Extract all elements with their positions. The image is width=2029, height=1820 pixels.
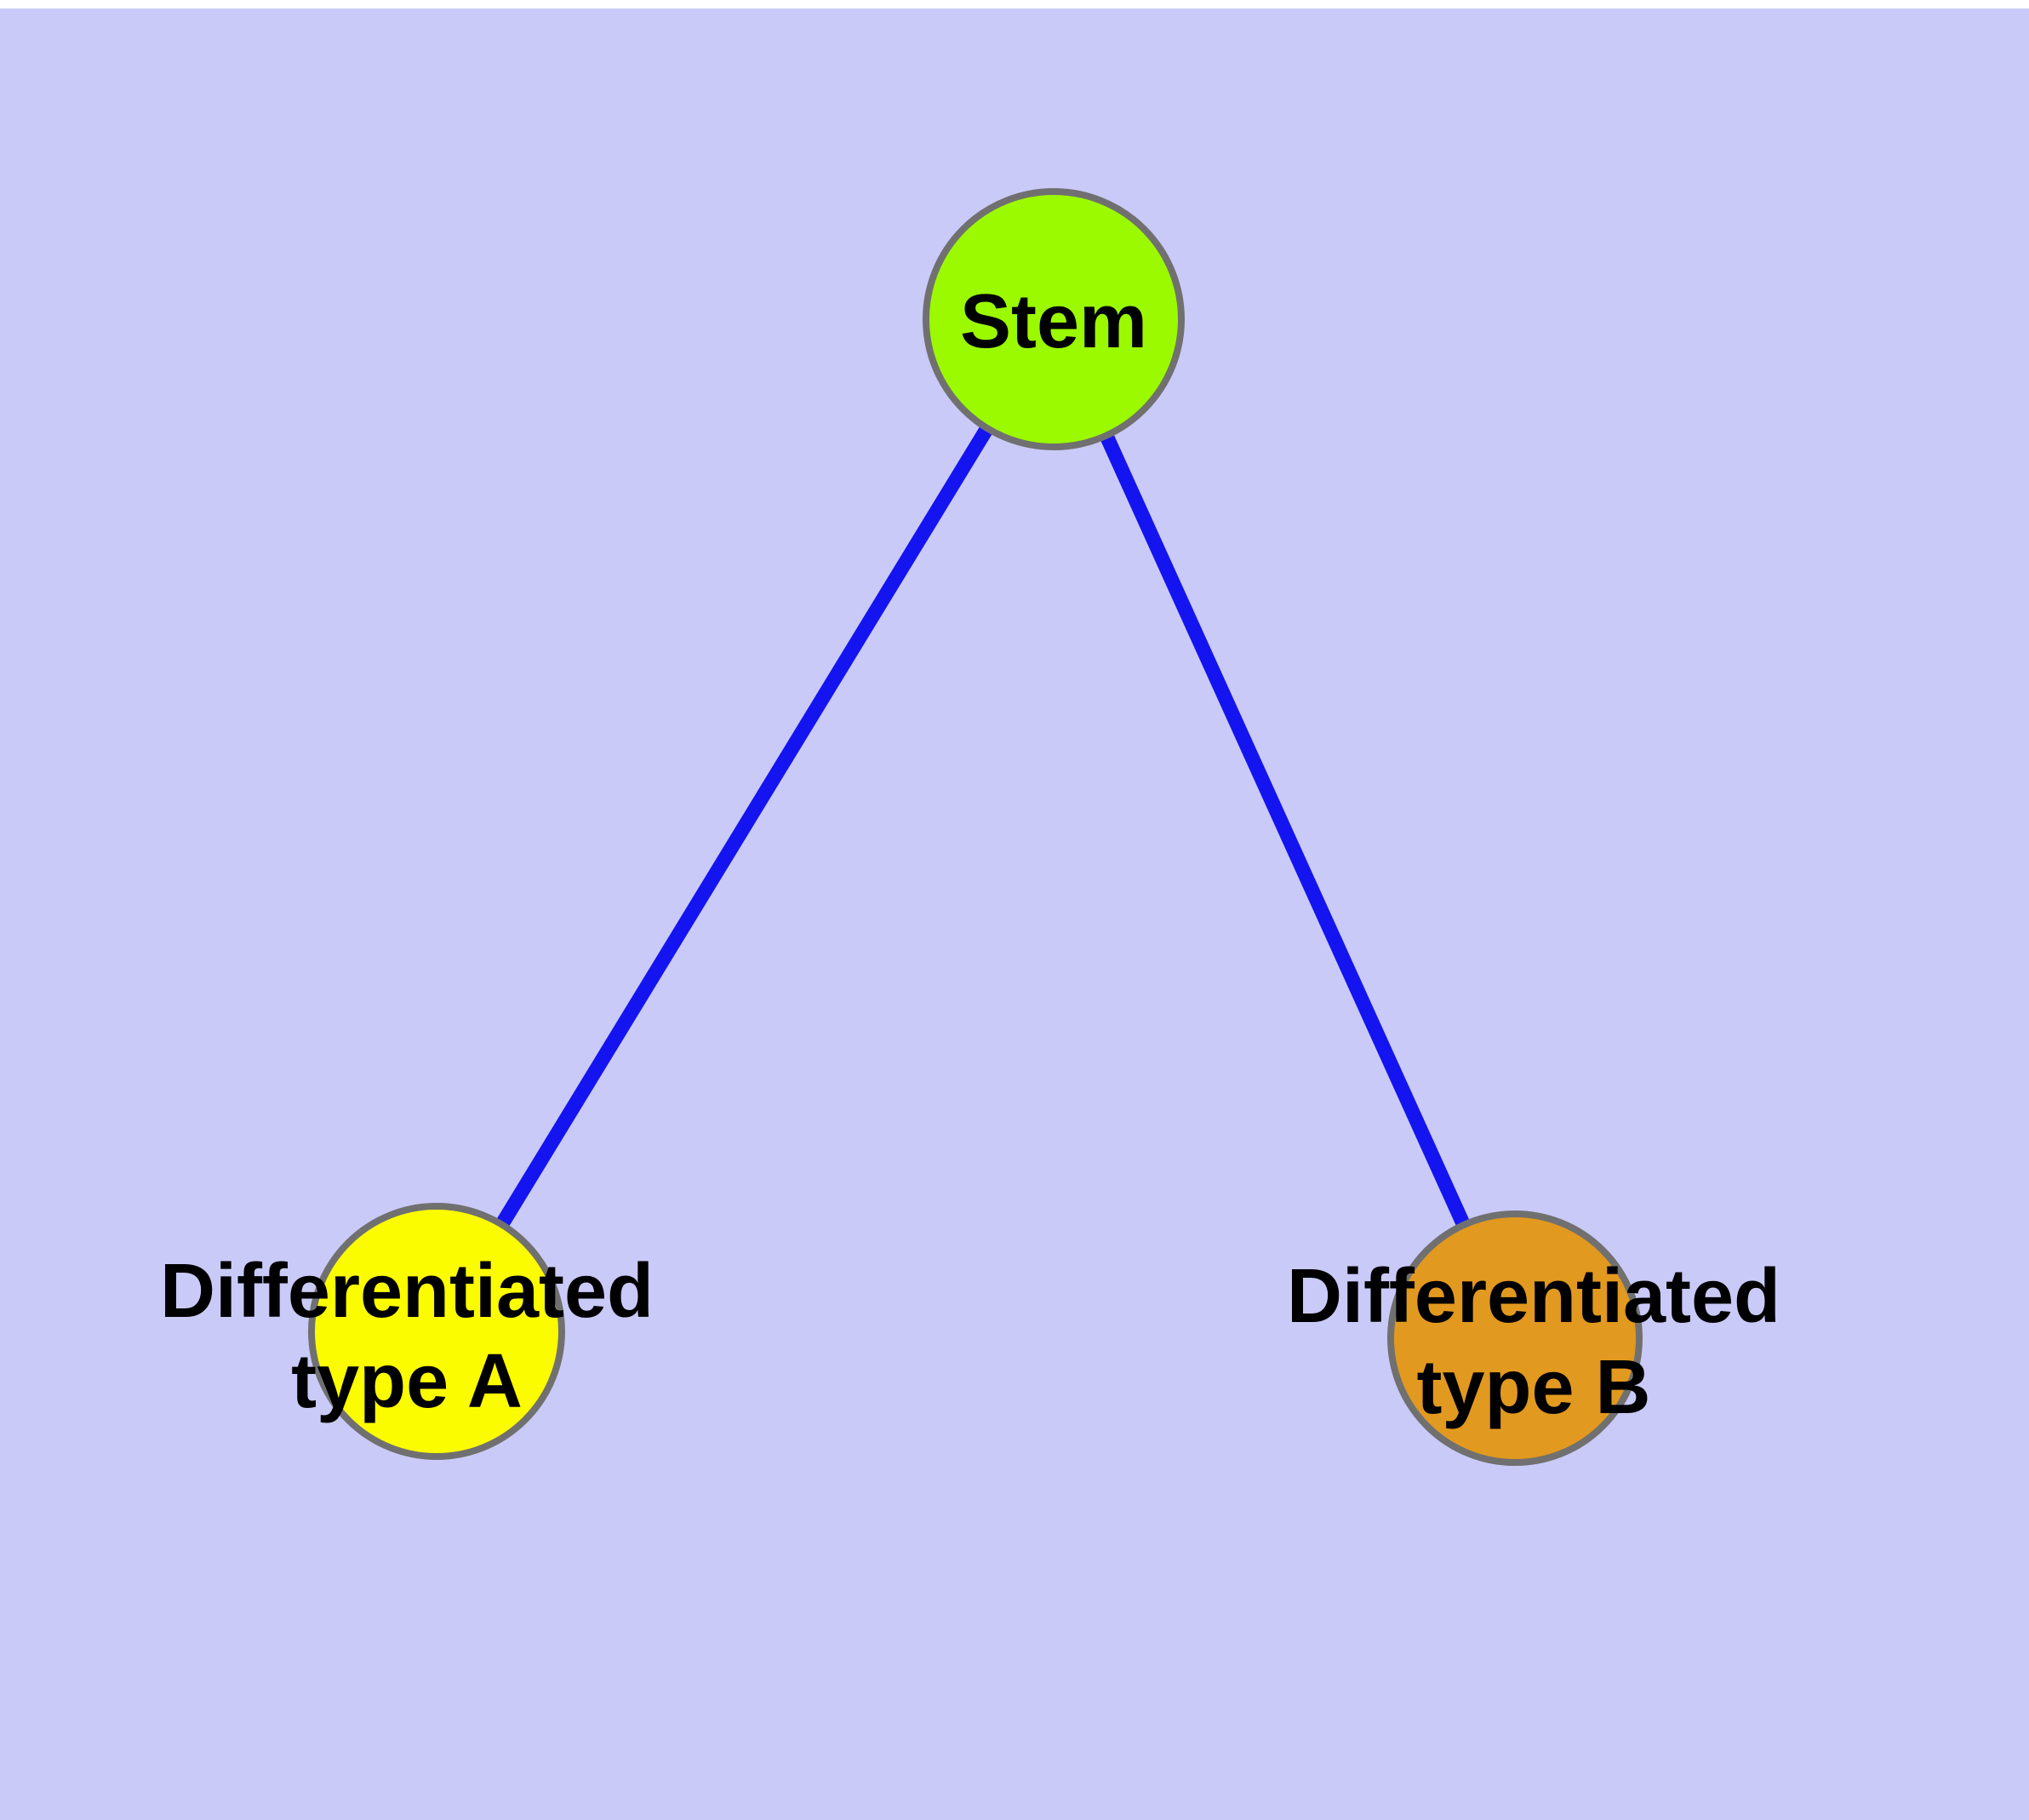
node-differentiated-type-a	[308, 1203, 565, 1460]
edge-stem-to-differentiated-type-a	[430, 315, 1060, 1336]
edge-stem-to-differentiated-type-b	[1047, 316, 1522, 1342]
node-label-stem: Stem	[960, 279, 1147, 364]
node-differentiated-type-b	[1387, 1210, 1643, 1466]
node-stem	[923, 188, 1185, 450]
